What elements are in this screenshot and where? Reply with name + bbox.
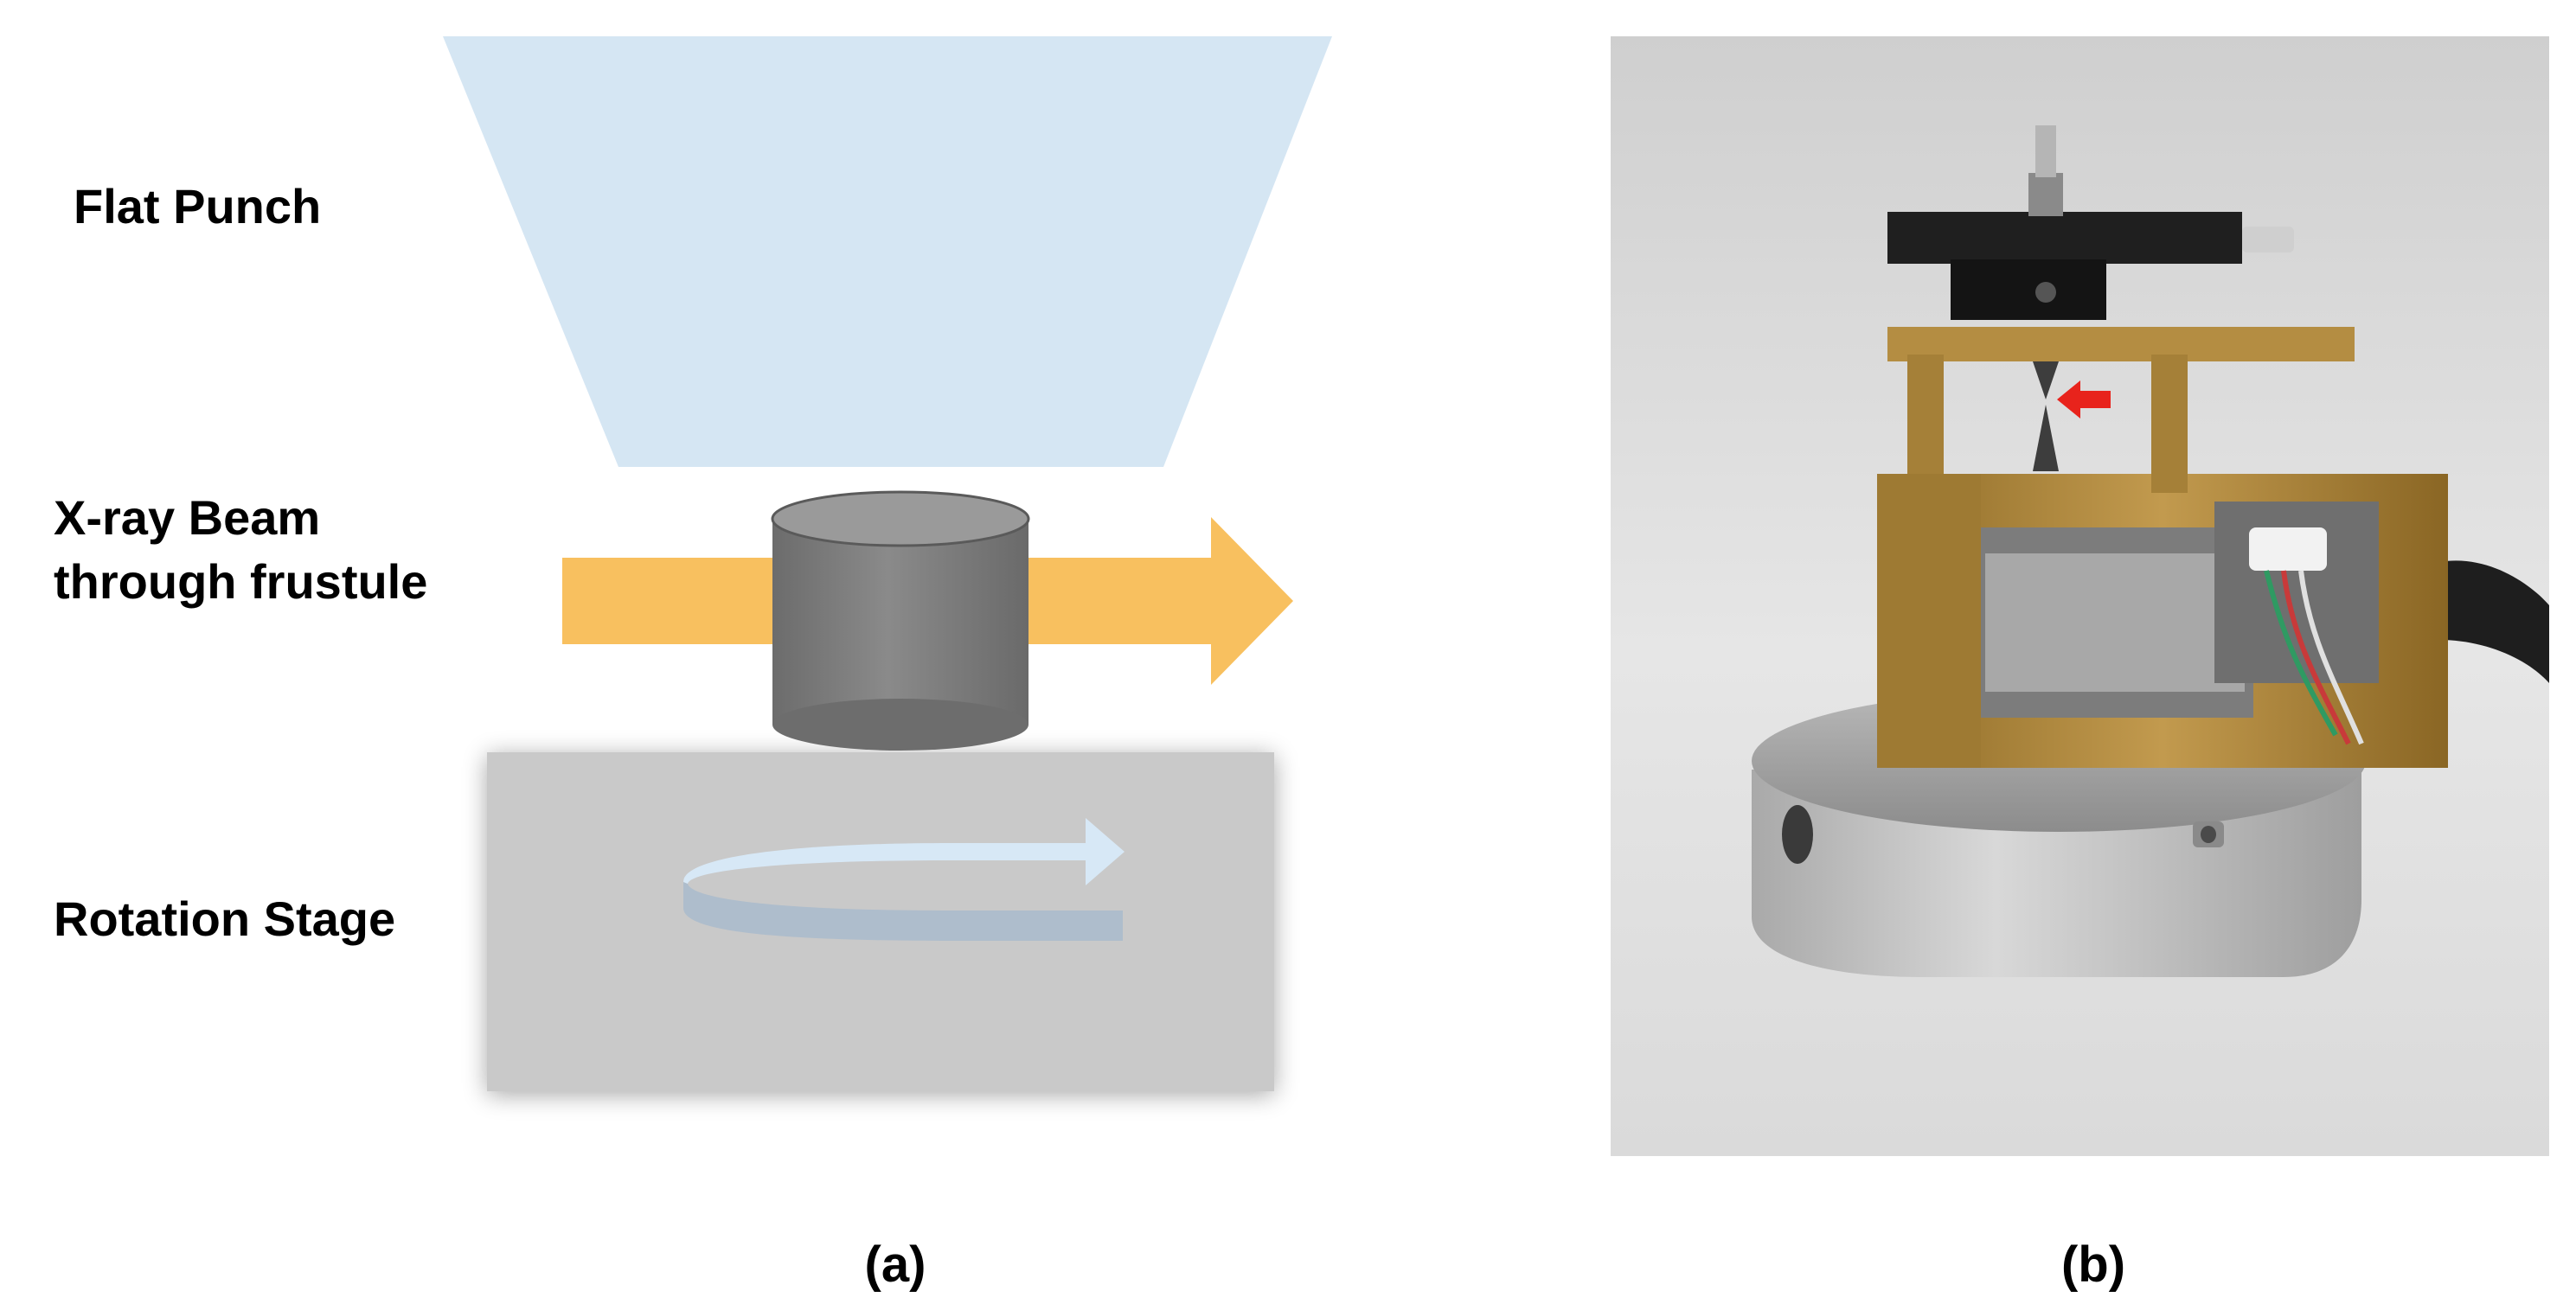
panel-a-schematic: Flat Punch X-ray Beam through frustule R… [54, 36, 1332, 1293]
pointer-arrow [2057, 380, 2111, 419]
punch-tips [2033, 361, 2059, 471]
label-xray-beam-line2: through frustule [54, 554, 427, 609]
panel-b-photo: (b) [1611, 36, 2549, 1293]
caption-a: (a) [865, 1237, 926, 1293]
label-xray-beam-line1: X-ray Beam [54, 490, 320, 545]
flat-punch-shape [443, 36, 1332, 467]
caption-b: (b) [2061, 1237, 2125, 1293]
top-xy-stage [1887, 125, 2294, 320]
cable [2439, 560, 2549, 683]
label-flat-punch: Flat Punch [74, 179, 321, 233]
rotation-arrow [683, 818, 1125, 941]
load-cell-assembly [2214, 502, 2379, 745]
sample-cylinder [771, 490, 1030, 751]
label-rotation-stage: Rotation Stage [54, 891, 395, 946]
